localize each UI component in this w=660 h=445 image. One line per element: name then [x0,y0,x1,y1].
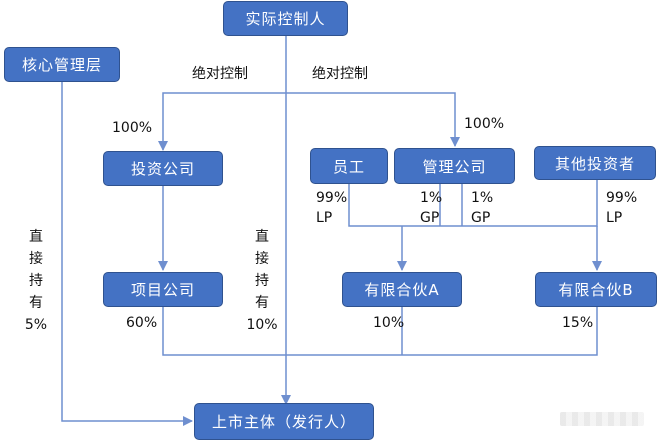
node-management-company: 管理公司 [394,148,515,184]
node-other-investors: 其他投资者 [534,146,656,180]
node-investment-company: 投资公司 [103,151,223,186]
line-employee-down [348,184,402,227]
label-mgmt-gp-left-role: GP [420,210,440,226]
node-employee: 员工 [310,148,388,184]
line-core-to-listed [61,82,193,426]
label-controller-direct-holding: 直 接 持 有 10% [246,229,278,333]
label-other-role: LP [606,210,623,226]
node-limited-partnership-a: 有限合伙A [342,272,462,307]
label-partnership-b-to-listed: 15% [562,315,594,331]
node-core-management: 核心管理层 [4,47,120,82]
line-control-to-invest-co [158,92,286,151]
node-listed-entity: 上市主体（发行人） [194,403,374,440]
label-absolute-control-right: 绝对控制 [312,66,368,82]
label-employee-role: LP [316,210,333,226]
label-core-direct-holding: 直 接 持 有 5% [24,229,48,333]
label-mgmt-gp-left-share: 1% [420,190,443,206]
label-employee-share: 99% [316,190,348,206]
label-mgmt-gp-right-share: 1% [471,190,494,206]
watermark [560,412,644,426]
label-absolute-control-left: 绝对控制 [192,66,248,82]
node-project-company: 项目公司 [103,272,223,307]
line-project-to-bus [162,307,598,356]
label-pct-mgmt-co: 100% [464,116,505,132]
label-pct-invest-co: 100% [112,120,153,136]
line-control-to-mgmt-co [286,92,460,147]
label-mgmt-gp-right-role: GP [471,210,491,226]
node-actual-controller: 实际控制人 [223,1,348,36]
label-project-to-listed: 60% [126,315,158,331]
node-limited-partnership-b: 有限合伙B [535,272,657,307]
label-partnership-a-to-listed: 10% [373,315,405,331]
label-other-share: 99% [606,190,638,206]
